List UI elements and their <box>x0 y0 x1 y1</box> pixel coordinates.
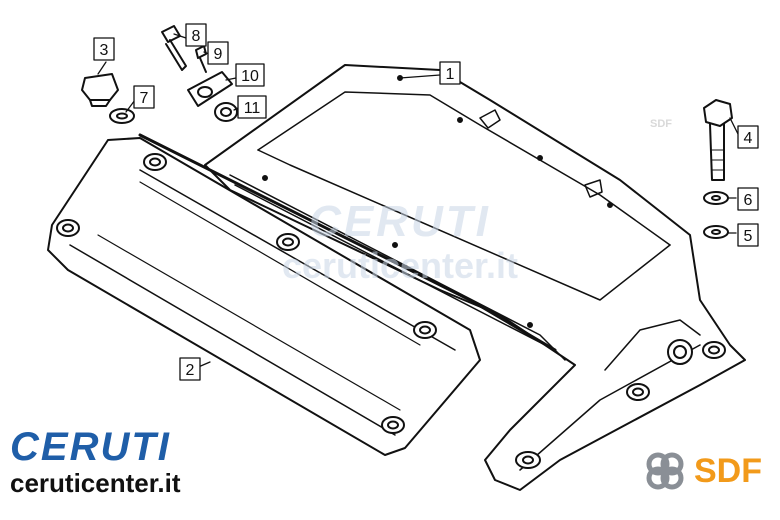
callout-label-8: 8 <box>192 28 201 45</box>
rocker-cover-part-1 <box>204 64 746 491</box>
washer-part-7 <box>109 108 135 124</box>
callout-label-3: 3 <box>100 42 109 59</box>
callout-label-10: 10 <box>241 68 259 85</box>
callout-label-2: 2 <box>186 362 195 379</box>
nut-part-11 <box>214 102 238 122</box>
callout-label-7: 7 <box>140 90 149 107</box>
sdf-mark-icon <box>646 452 684 490</box>
ceruti-logo: CERUTI ceruticenter.it <box>10 426 181 498</box>
callout-labels: 1 2 3 4 5 6 7 8 9 10 11 <box>100 28 753 379</box>
callout-label-11: 11 <box>244 100 261 117</box>
washer-part-5 <box>703 225 729 239</box>
bracket-part-10 <box>187 71 233 107</box>
gasket-strip <box>138 133 557 352</box>
callout-label-5: 5 <box>744 228 753 245</box>
hex-bolt-part-4 <box>703 99 733 181</box>
sdf-text: SDF <box>694 452 762 490</box>
callout-label-4: 4 <box>744 130 753 147</box>
callout-boxes <box>93 23 759 381</box>
side-cover-part-2 <box>47 137 481 456</box>
washer-part-6 <box>703 191 729 205</box>
brand-url: ceruticenter.it <box>10 468 181 498</box>
brand-title: CERUTI <box>10 425 171 469</box>
sdf-logo: SDF <box>642 448 762 494</box>
screw-part-9 <box>195 45 207 73</box>
callout-label-1: 1 <box>446 66 455 83</box>
callout-label-6: 6 <box>744 192 753 209</box>
cap-nut-part-3 <box>81 73 119 107</box>
bolt-part-8 <box>161 25 187 71</box>
callout-label-9: 9 <box>214 46 223 63</box>
